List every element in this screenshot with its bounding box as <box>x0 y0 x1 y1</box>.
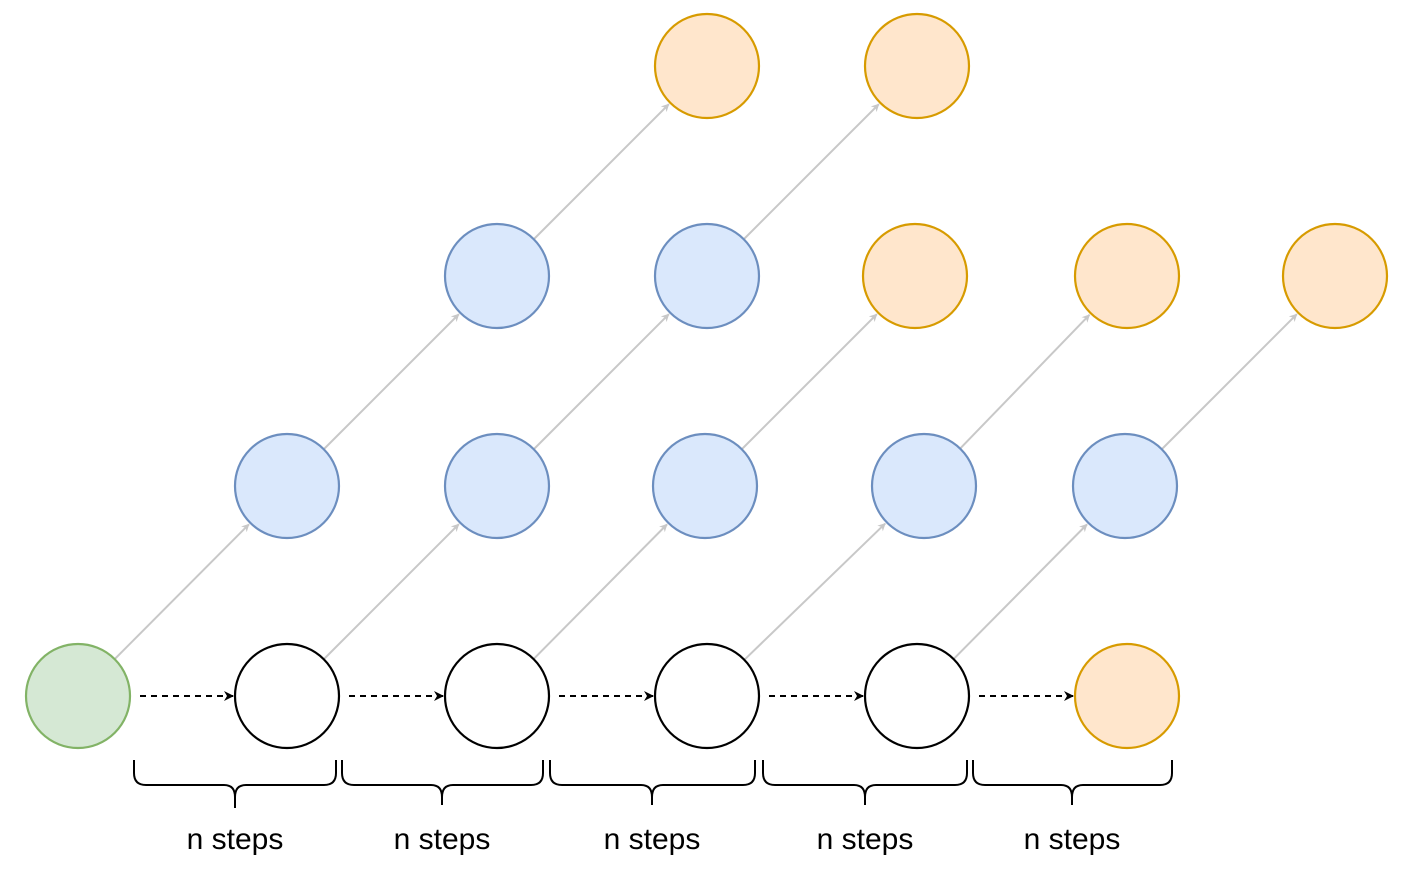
brace <box>549 760 756 805</box>
brace <box>341 760 544 805</box>
rollout-arrow <box>959 314 1091 450</box>
rollout-arrow <box>113 523 250 660</box>
hidden-node <box>233 432 341 540</box>
rollout-arrow <box>743 522 886 661</box>
brace-label: n steps <box>604 823 701 856</box>
hidden-node <box>653 222 761 330</box>
step-braces <box>133 760 1173 808</box>
state-node <box>863 642 971 750</box>
hidden-node <box>443 432 551 540</box>
output-node <box>1281 222 1389 330</box>
rollout-arrow <box>952 523 1088 660</box>
output-node <box>1073 222 1181 330</box>
brace <box>972 760 1173 805</box>
brace-label: n steps <box>187 823 284 856</box>
output-node <box>653 12 761 120</box>
output-node <box>1073 642 1181 750</box>
rollout-arrow <box>323 523 460 660</box>
hidden-node <box>870 432 978 540</box>
brace <box>762 760 968 805</box>
brace-label: n steps <box>817 823 914 856</box>
rollout-arrow <box>532 523 668 660</box>
rollout-arrow <box>741 313 878 450</box>
output-node <box>861 222 969 330</box>
hidden-node <box>1071 432 1179 540</box>
rollout-arrow <box>533 103 670 240</box>
hidden-node <box>443 222 551 330</box>
rollout-arrow <box>1161 313 1298 450</box>
nodes <box>24 12 1389 750</box>
brace-label: n steps <box>1024 823 1121 856</box>
brace-label: n steps <box>394 823 491 856</box>
start-node <box>24 642 132 750</box>
rollout-arrow <box>743 103 880 240</box>
state-node <box>443 642 551 750</box>
rollout-arrows <box>113 103 1298 661</box>
output-node <box>863 12 971 120</box>
hidden-node <box>651 432 759 540</box>
brace <box>133 760 337 808</box>
state-node <box>233 642 341 750</box>
rollout-arrow <box>533 313 670 450</box>
brace-labels: n steps n steps n steps n steps n steps <box>187 823 1121 856</box>
rollout-arrow <box>323 313 460 450</box>
state-node <box>653 642 761 750</box>
